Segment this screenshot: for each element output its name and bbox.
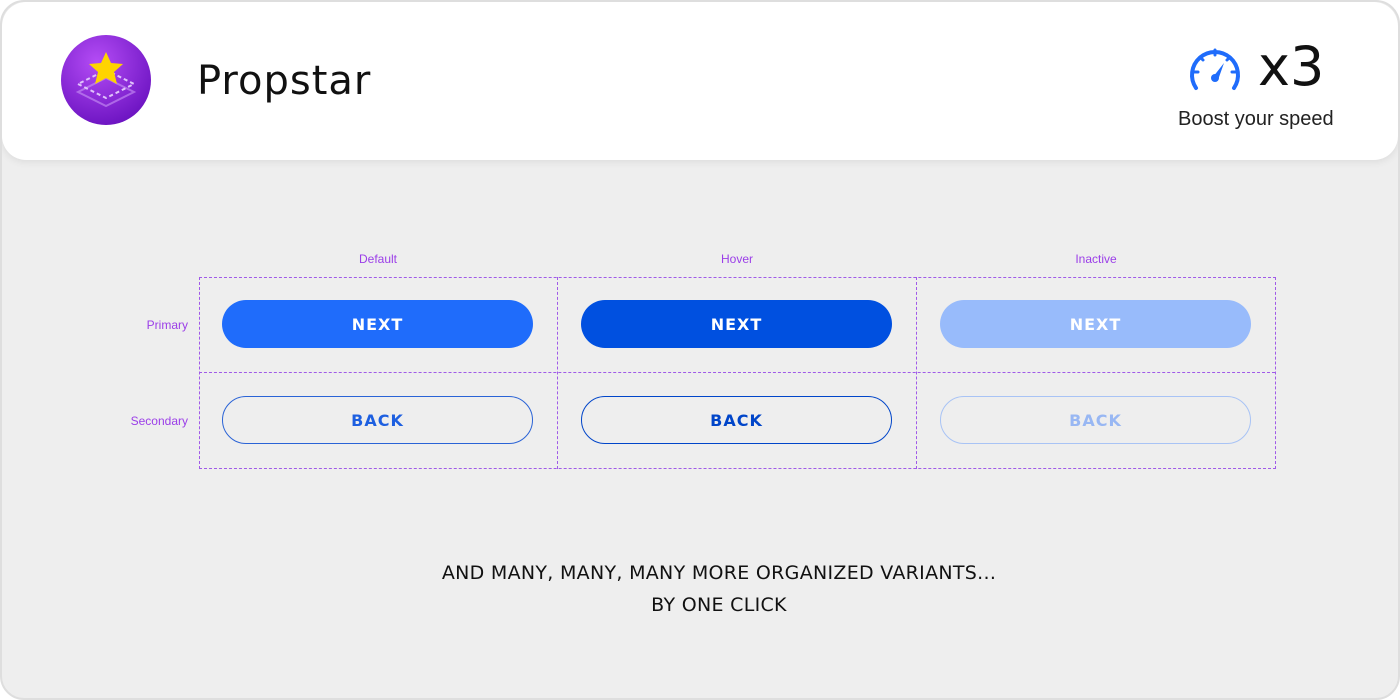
column-label-default: Default: [358, 252, 398, 266]
footer-caption: AND MANY, MANY, MANY MORE ORGANIZED VARI…: [2, 557, 1398, 621]
variants-grid: [199, 277, 1276, 469]
grid-divider: [557, 277, 558, 469]
brand-name: Propstar: [197, 58, 372, 104]
secondary-back-button-hover[interactable]: BACK: [581, 396, 892, 444]
primary-next-button-default[interactable]: NEXT: [222, 300, 533, 348]
boost-tagline: Boost your speed: [1178, 108, 1334, 130]
propstar-logo-icon: [61, 35, 151, 125]
header-bar: Propstar x3 Boost your speed: [2, 2, 1398, 160]
grid-divider: [916, 277, 917, 469]
column-label-inactive: Inactive: [1075, 252, 1117, 266]
row-label-secondary: Secondary: [130, 414, 188, 428]
primary-next-button-hover[interactable]: NEXT: [581, 300, 892, 348]
column-label-hover: Hover: [720, 252, 753, 266]
footer-line-1: AND MANY, MANY, MANY MORE ORGANIZED VARI…: [441, 562, 997, 584]
row-label-primary: Primary: [146, 318, 188, 332]
grid-divider: [199, 372, 1275, 373]
secondary-back-button-inactive[interactable]: BACK: [940, 396, 1251, 444]
speed-multiplier: x3: [1258, 35, 1325, 98]
footer-line-2: BY ONE CLICK: [651, 594, 787, 616]
secondary-back-button-default[interactable]: BACK: [222, 396, 533, 444]
speedometer-icon: [1190, 48, 1240, 90]
primary-next-button-inactive[interactable]: NEXT: [940, 300, 1251, 348]
